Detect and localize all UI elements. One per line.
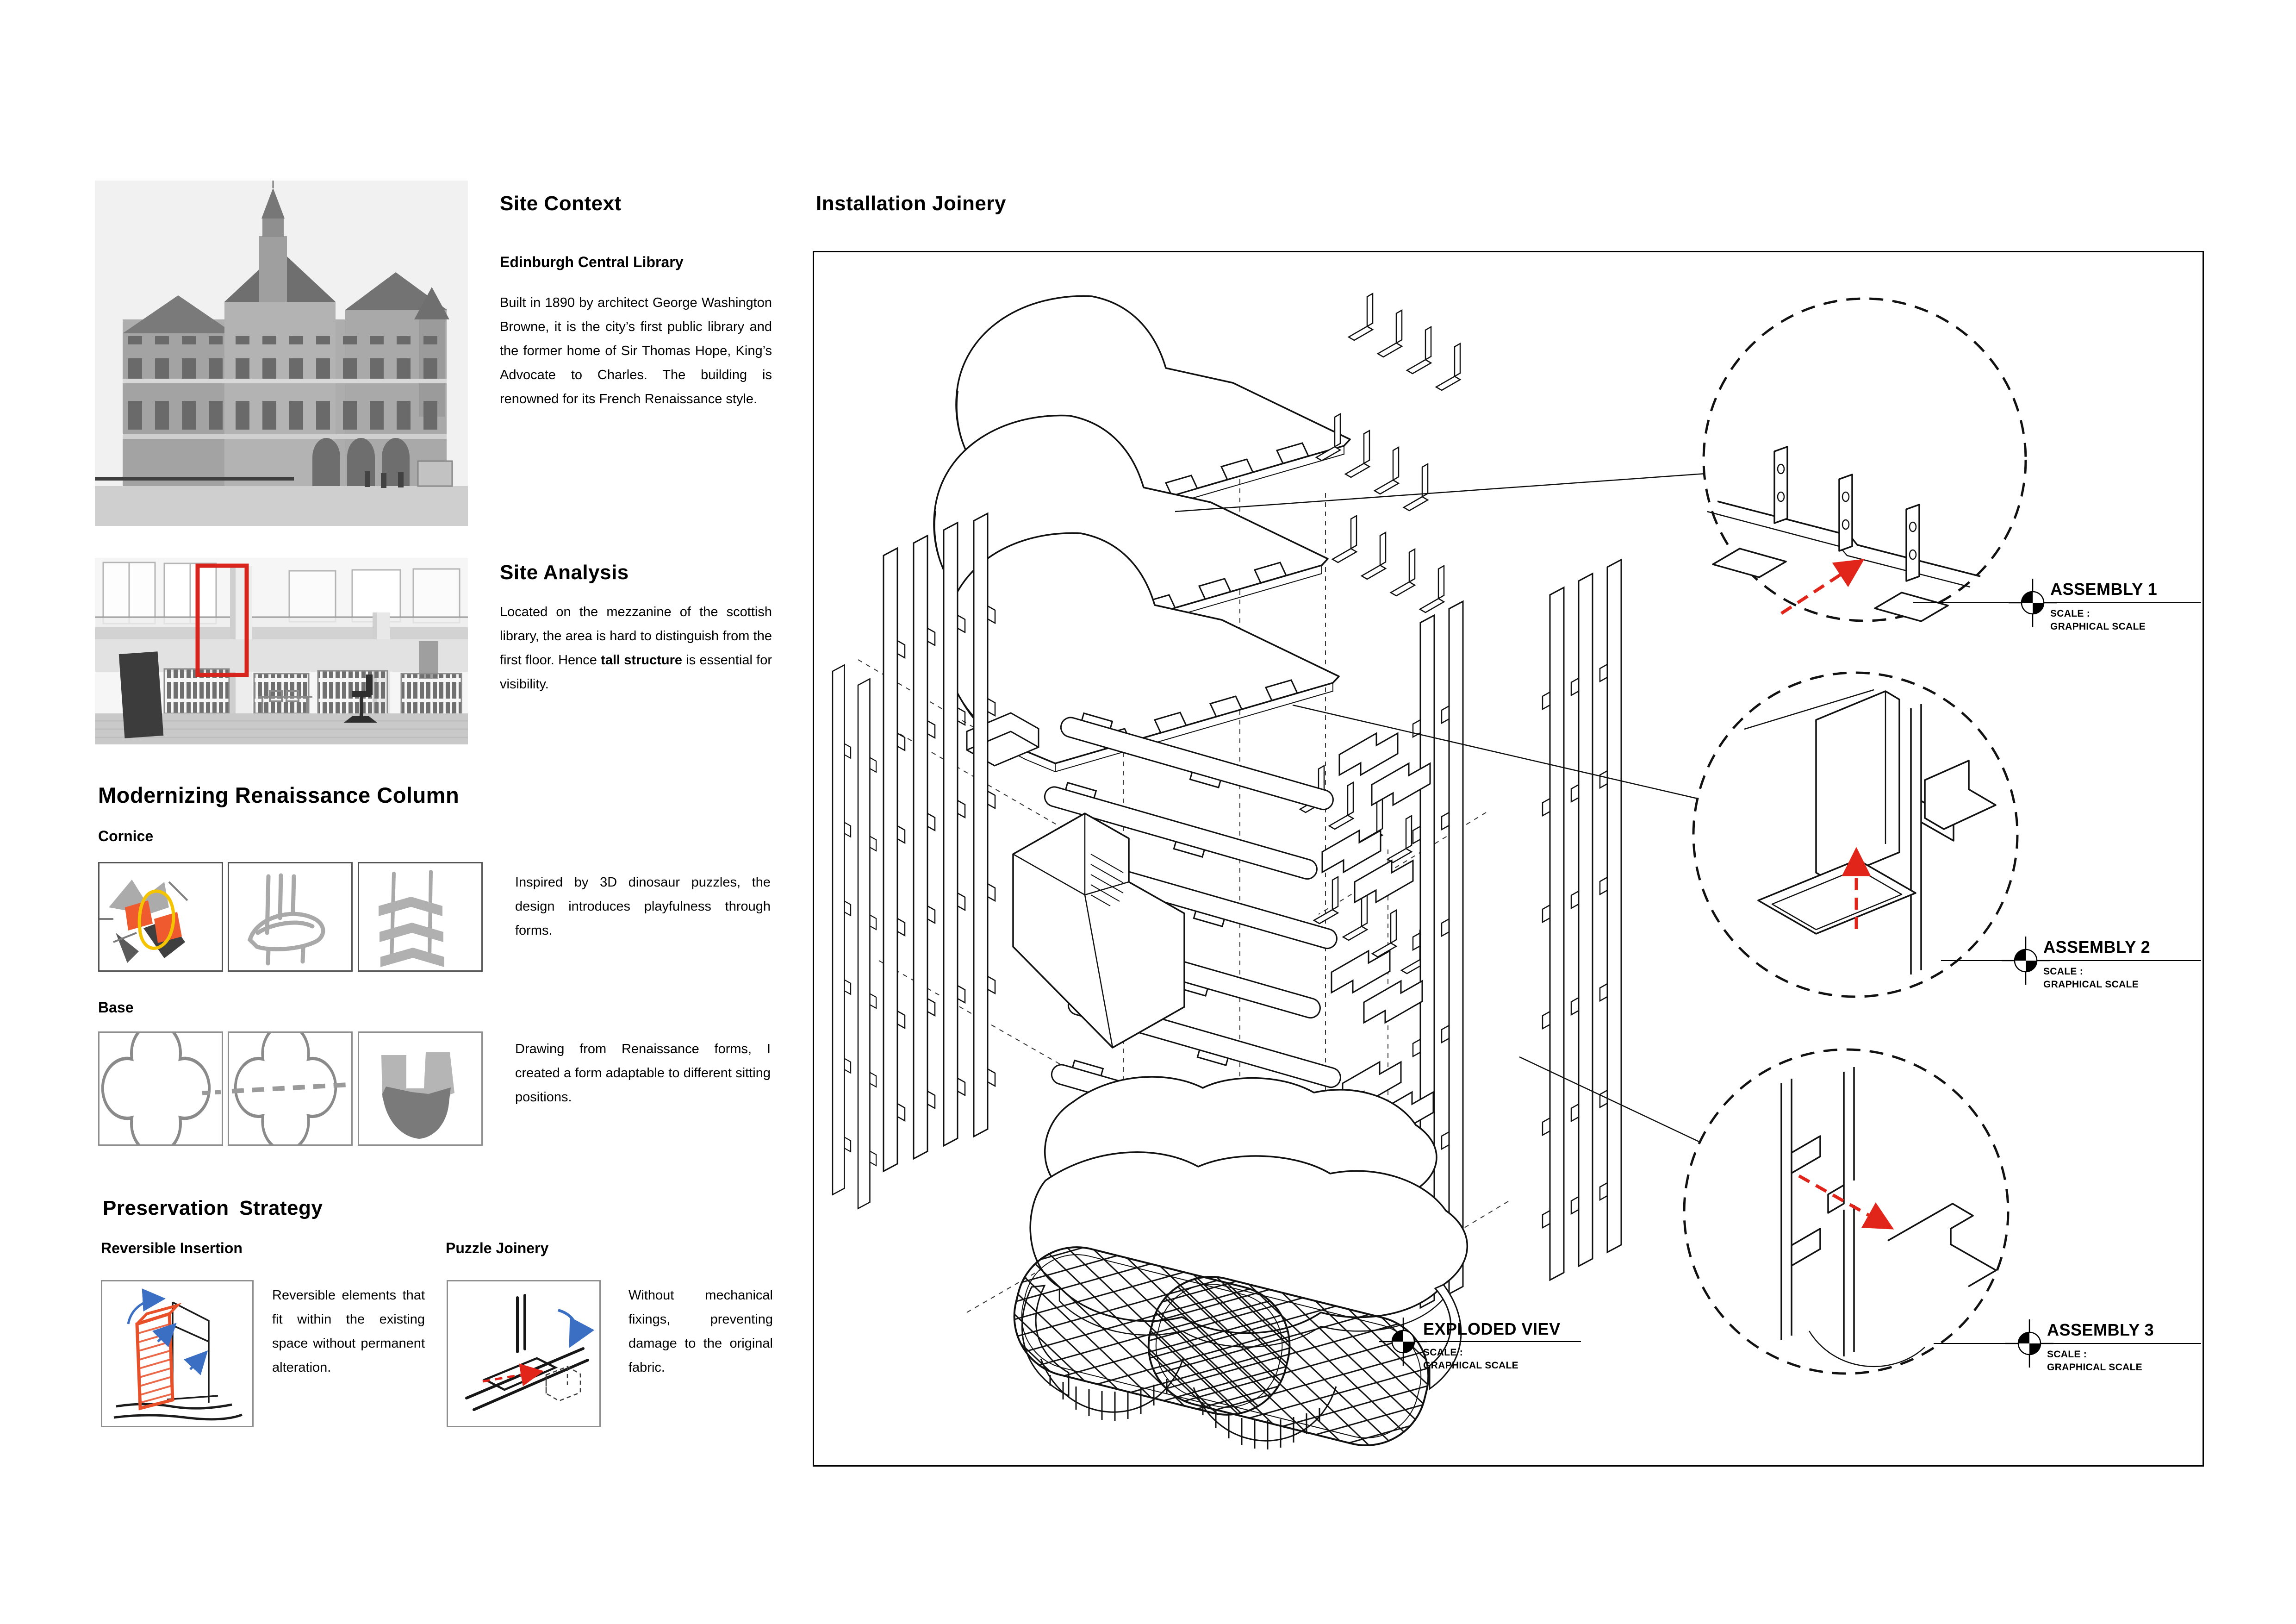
assembly-1-title: ASSEMBLY 1 bbox=[2050, 580, 2158, 599]
dinosaur-puzzle-sketch bbox=[100, 880, 188, 963]
curved-shelf-plates bbox=[933, 295, 1351, 773]
quatrefoil-platform-slabs bbox=[1029, 1076, 1468, 1348]
corner-wall-piece bbox=[1012, 812, 1185, 1049]
quatrefoil-section-sketch bbox=[231, 1033, 349, 1144]
scale-value: GRAPHICAL SCALE bbox=[2050, 621, 2146, 632]
assembly-3-rule bbox=[1934, 1343, 2201, 1344]
scale-label: SCALE : bbox=[2050, 608, 2091, 619]
detail-circle-assembly-3 bbox=[1683, 1048, 2010, 1375]
exterior-library-photo bbox=[95, 181, 468, 526]
assembly-direction-arrow-3 bbox=[1798, 1174, 1894, 1230]
curved-seat-sketch bbox=[247, 873, 325, 966]
puzzle-joinery-sketch bbox=[447, 1280, 601, 1427]
base-sketch-1 bbox=[98, 1031, 223, 1146]
scale-label: SCALE : bbox=[1423, 1347, 1463, 1358]
waffle-lattice-base bbox=[1013, 1246, 1430, 1449]
modernizing-heading: Modernizing Renaissance Column bbox=[98, 783, 460, 807]
cornice-sketch-2 bbox=[228, 862, 353, 972]
highlight-rectangle bbox=[195, 563, 249, 677]
scale-value: GRAPHICAL SCALE bbox=[2043, 979, 2139, 990]
installation-joinery-heading: Installation Joinery bbox=[816, 192, 1006, 215]
scale-label: SCALE : bbox=[2047, 1349, 2087, 1360]
puzzle-joint-sketch bbox=[465, 1294, 595, 1411]
ladder-frame-sketch bbox=[379, 870, 444, 967]
base-sketch-3 bbox=[358, 1031, 483, 1146]
registration-mark-icon bbox=[2002, 937, 2050, 985]
cornice-sketch-3 bbox=[358, 862, 483, 972]
base-caption: Drawing from Renaissance forms, I create… bbox=[515, 1042, 771, 1105]
seat-profile-sketch bbox=[381, 1052, 454, 1139]
registration-mark-icon bbox=[2005, 1319, 2053, 1368]
cornice-label: Cornice bbox=[98, 828, 154, 844]
assembly-2-title: ASSEMBLY 2 bbox=[2043, 937, 2151, 956]
preservation-heading: Preservation Strategy bbox=[103, 1197, 323, 1219]
exploded-axonometric-drawing bbox=[832, 293, 2027, 1449]
assembly-1-rule bbox=[1913, 602, 2201, 603]
interior-mezzanine-photo bbox=[95, 558, 468, 744]
scale-value: GRAPHICAL SCALE bbox=[1423, 1360, 1518, 1371]
detail-circle-assembly-1 bbox=[1702, 297, 2027, 622]
assembly-2-rule bbox=[1941, 960, 2201, 961]
site-context-subheading: Edinburgh Central Library bbox=[500, 254, 684, 270]
assembly-1-scale: SCALE : GRAPHICAL SCALE bbox=[2050, 607, 2146, 633]
joinery-drawing-panel bbox=[813, 251, 2204, 1467]
scale-value: GRAPHICAL SCALE bbox=[2047, 1362, 2142, 1373]
registration-mark-icon bbox=[2009, 579, 2057, 627]
cornice-caption: Inspired by 3D dinosaur puzzles, the des… bbox=[515, 875, 771, 938]
detail-circle-assembly-2 bbox=[1692, 671, 2019, 998]
assembly-2-scale: SCALE : GRAPHICAL SCALE bbox=[2043, 965, 2139, 991]
base-label: Base bbox=[98, 999, 134, 1016]
site-analysis-paragraph: Located on the mezzanine of the scottish… bbox=[500, 605, 772, 692]
scale-label: SCALE : bbox=[2043, 966, 2084, 977]
assembly-3-title: ASSEMBLY 3 bbox=[2047, 1320, 2154, 1339]
site-context-heading: Site Context bbox=[500, 192, 622, 215]
baluster-drums bbox=[1040, 1357, 1337, 1449]
reversible-insertion-sketch bbox=[101, 1280, 254, 1427]
cornice-sketch-1 bbox=[98, 862, 223, 972]
puzzle-joinery-label: Puzzle Joinery bbox=[446, 1240, 549, 1256]
assembly-direction-arrow-1 bbox=[1780, 559, 1865, 615]
detail-leader-lines bbox=[1175, 473, 1706, 1143]
exploded-view-rule bbox=[1403, 1341, 1581, 1342]
vertical-slats-right bbox=[1412, 559, 1622, 1309]
reversible-column-sketch bbox=[113, 1288, 243, 1421]
registration-mark-icon bbox=[1379, 1318, 1427, 1366]
reversible-insertion-label: Reversible Insertion bbox=[101, 1240, 243, 1256]
assembly-3-scale: SCALE : GRAPHICAL SCALE bbox=[2047, 1348, 2142, 1374]
puzzle-joinery-caption: Without mechanical fixings, preventing d… bbox=[628, 1288, 773, 1375]
insertion-direction-arrow bbox=[482, 1363, 544, 1387]
site-context-paragraph: Built in 1890 by architect George Washin… bbox=[500, 295, 772, 406]
exploded-view-scale: SCALE : GRAPHICAL SCALE bbox=[1423, 1346, 1518, 1372]
reversible-insertion-caption: Reversible elements that fit within the … bbox=[272, 1288, 425, 1375]
base-sketch-2 bbox=[228, 1031, 353, 1146]
exploded-view-title: EXPLODED VIEV bbox=[1423, 1319, 1561, 1338]
quatrefoil-plan-sketch bbox=[101, 1033, 221, 1144]
site-analysis-heading: Site Analysis bbox=[500, 561, 629, 584]
